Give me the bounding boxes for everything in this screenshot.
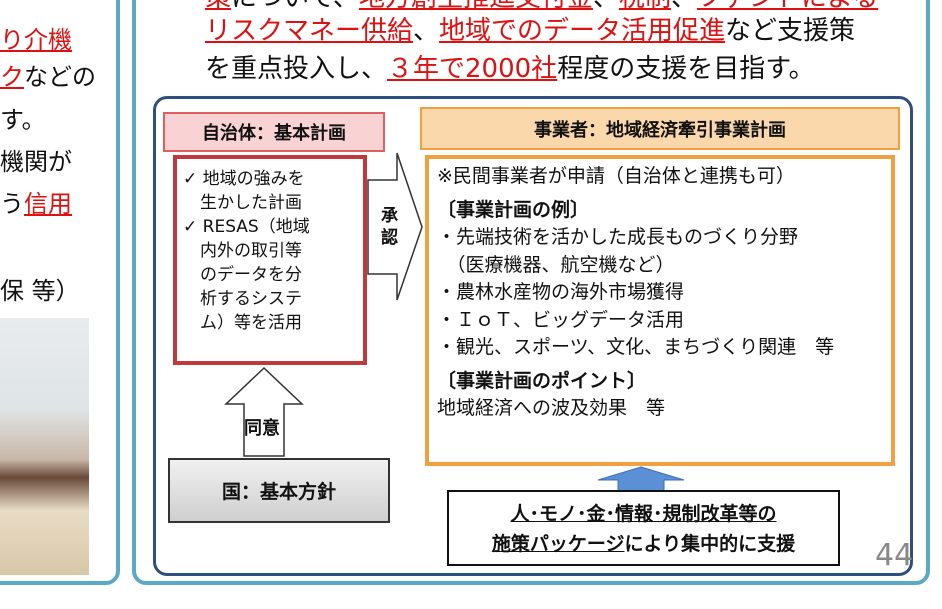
left-line-4: 機関が — [0, 148, 72, 176]
business-line: ・農林水産物の海外市場獲得 — [437, 281, 685, 303]
page-number: 44 — [875, 538, 914, 573]
business-line: 地域経済への波及効果 等 — [437, 397, 666, 419]
support-line-2: 施策パッケージにより集中的に支援 — [491, 533, 796, 555]
support-box: 人･モノ･金･情報･規制改革等の 施策パッケージにより集中的に支援 — [447, 490, 840, 566]
business-header: 事業者：地域経済牽引事業計画 — [420, 107, 900, 150]
business-line: ・観光、スポーツ、文化、まちづくり関連 等 — [437, 336, 835, 358]
business-line: ・ＩｏＴ、ビッグデータ活用 — [437, 308, 685, 331]
business-line: （医療機器、航空機など） — [437, 253, 675, 276]
business-line: 〔事業計画のポイント〕 — [437, 369, 647, 392]
left-line-2: クなどの — [0, 63, 96, 91]
business-line: ・先端技術を活かした成長ものづくり分野 — [437, 226, 799, 248]
photo — [0, 318, 89, 575]
business-line: ※民間事業者が申請（自治体と連携も可） — [437, 165, 795, 187]
municipality-plan-box: ✓ 地域の強みを 生かした計画✓ RESAS（地域 内外の取引等 のデータを分 … — [173, 155, 367, 365]
intro-line-2: リスクマネー供給、地域でのデータ活用促進など支援策 — [205, 16, 856, 46]
intro-line-3: を重点投入し、３年で2000社程度の支援を目指す。 — [205, 54, 815, 84]
left-line-3: す。 — [0, 106, 46, 134]
support-arrow — [597, 466, 685, 492]
approval-arrow — [367, 152, 423, 301]
municipality-item: ✓ RESAS（地域 内外の取引等 のデータを分 析するシステ ム）等を活用 — [183, 217, 310, 333]
left-line-1: り介機 — [0, 26, 72, 54]
left-line-5: う信用 — [0, 190, 72, 218]
consent-label: 同意 — [244, 418, 280, 439]
left-line-6: 保 等） — [0, 277, 80, 305]
intro-line-1: 策について、地方創生推進交付金、税制、ファンドによる — [205, 0, 878, 13]
municipality-header: 自治体：基本計画 — [163, 112, 385, 152]
approval-label: 承 認 — [381, 206, 398, 248]
business-line: 〔事業計画の例〕 — [437, 198, 590, 221]
business-plan-box: ※民間事業者が申請（自治体と連携も可） 〔事業計画の例〕・先端技術を活かした成長も… — [425, 155, 895, 466]
consent-arrow — [224, 366, 304, 457]
municipality-item: ✓ 地域の強みを 生かした計画 — [183, 169, 305, 213]
support-line-1: 人･モノ･金･情報･規制改革等の — [510, 503, 777, 525]
national-policy-box: 国：基本方針 — [168, 458, 390, 523]
